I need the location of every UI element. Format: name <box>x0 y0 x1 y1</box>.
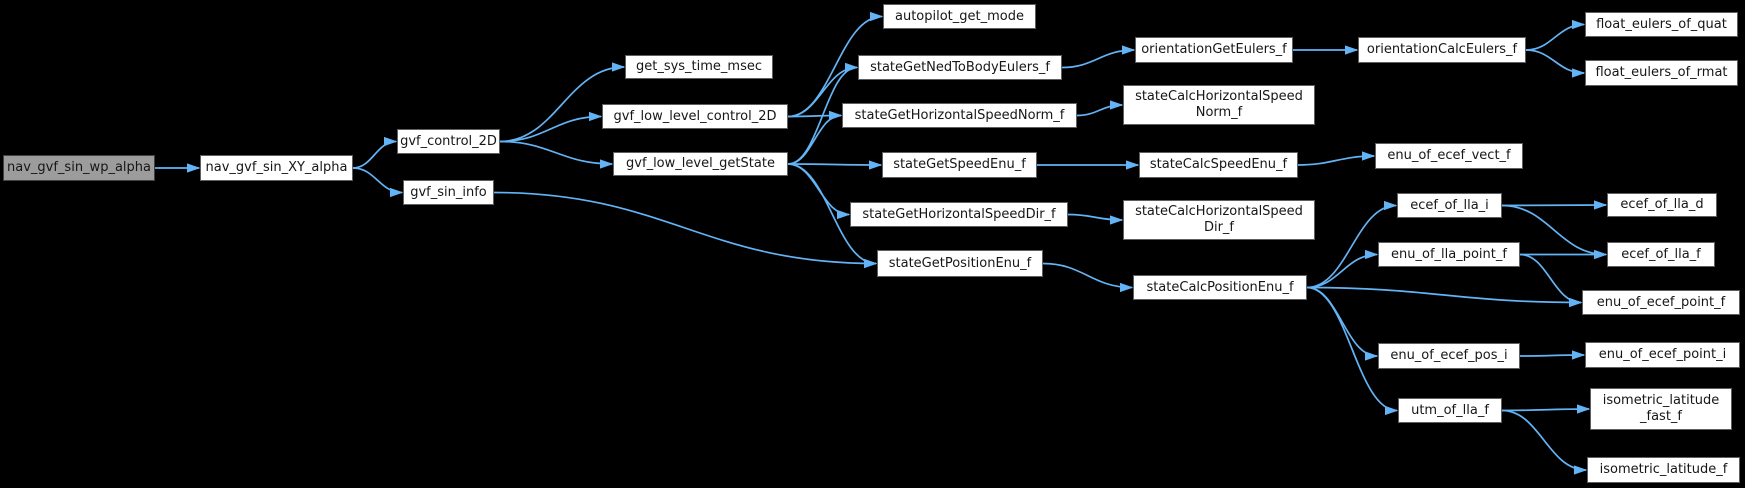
node-isometric_latitude_fast_f[interactable]: isometric_latitude_fast_f <box>1590 388 1732 430</box>
edge-gvf_low_level_getState-to-stateGetSpeedEnu_f <box>787 160 883 170</box>
node-label: enu_of_ecef_point_i <box>1598 347 1727 362</box>
node-enu_of_ecef_vect_f[interactable]: enu_of_ecef_vect_f <box>1375 143 1523 169</box>
node-gvf_low_level_getState[interactable]: gvf_low_level_getState <box>613 152 788 176</box>
edge-stateCalcPositionEnu_f-to-ecef_of_lla_i <box>1306 200 1398 289</box>
node-label: float_eulers_of_rmat <box>1595 65 1728 80</box>
node-label: get_sys_time_msec <box>635 59 763 74</box>
node-enu_of_ecef_pos_i[interactable]: enu_of_ecef_pos_i <box>1378 343 1520 369</box>
edge-stateGetPositionEnu_f-to-stateCalcPositionEnu_f <box>1042 262 1134 293</box>
edge-stateCalcSpeedEnu_f-to-enu_of_ecef_vect_f <box>1297 151 1376 166</box>
edge-ecef_of_lla_i-to-ecef_of_lla_d <box>1501 200 1608 210</box>
node-label: stateGetSpeedEnu_f <box>893 157 1026 172</box>
edge-stateCalcPositionEnu_f-to-utm_of_lla_f <box>1306 286 1399 416</box>
node-orientationGetEulers_f[interactable]: orientationGetEulers_f <box>1135 37 1293 63</box>
node-label: isometric_latitude_f <box>1599 462 1728 477</box>
edge-gvf_low_level_getState-to-stateGetHorizontalSpeedNorm_f <box>787 110 843 165</box>
edge-ecef_of_lla_i-to-ecef_of_lla_f <box>1501 204 1608 260</box>
node-label: stateGetHorizontalSpeedNorm_f <box>854 107 1065 123</box>
node-float_eulers_of_quat[interactable]: float_eulers_of_quat <box>1585 12 1738 37</box>
node-autopilot_get_mode[interactable]: autopilot_get_mode <box>883 4 1036 29</box>
edge-gvf_sin_info-to-stateGetPositionEnu_f <box>493 191 878 269</box>
node-label: stateCalcPositionEnu_f <box>1146 279 1294 295</box>
edge-gvf_control_2D-to-gvf_low_level_getState <box>499 140 614 169</box>
node-ecef_of_lla_d[interactable]: ecef_of_lla_d <box>1607 193 1717 217</box>
node-float_eulers_of_rmat[interactable]: float_eulers_of_rmat <box>1585 60 1738 86</box>
node-label: _fast_f <box>1640 409 1682 424</box>
node-label: enu_of_ecef_point_f <box>1596 294 1726 310</box>
node-gvf_low_level_control_2D[interactable]: gvf_low_level_control_2D <box>602 104 788 129</box>
edge-gvf_control_2D-to-get_sys_time_msec <box>499 62 626 143</box>
node-label: Norm_f <box>1195 105 1243 120</box>
node-label: gvf_low_level_control_2D <box>613 108 777 124</box>
node-label: enu_of_ecef_vect_f <box>1387 148 1511 163</box>
node-label: gvf_control_2D <box>400 133 497 149</box>
node-stateGetNedToBodyEulers_f[interactable]: stateGetNedToBodyEulers_f <box>858 55 1062 80</box>
node-stateGetHorizontalSpeedDir_f[interactable]: stateGetHorizontalSpeedDir_f <box>850 202 1068 227</box>
edge-stateGetNedToBodyEulers_f-to-orientationGetEulers_f <box>1061 45 1136 69</box>
node-orientationCalcEulers_f[interactable]: orientationCalcEulers_f <box>1358 37 1526 63</box>
edge-enu_of_lla_point_f-to-enu_of_ecef_point_f <box>1519 253 1583 308</box>
node-label: enu_of_lla_point_f <box>1391 246 1507 262</box>
node-label: ecef_of_lla_f <box>1621 246 1701 262</box>
edge-gvf_control_2D-to-gvf_low_level_control_2D <box>499 111 603 143</box>
node-label: nav_gvf_sin_XY_alpha <box>205 160 348 175</box>
node-label: autopilot_get_mode <box>895 8 1024 24</box>
node-enu_of_lla_point_f[interactable]: enu_of_lla_point_f <box>1378 242 1520 267</box>
node-isometric_latitude_f[interactable]: isometric_latitude_f <box>1587 457 1740 483</box>
node-utm_of_lla_f[interactable]: utm_of_lla_f <box>1398 398 1502 423</box>
edge-stateCalcPositionEnu_f-to-enu_of_ecef_point_f <box>1306 286 1583 308</box>
node-ecef_of_lla_i[interactable]: ecef_of_lla_i <box>1397 193 1502 218</box>
node-label: Dir_f <box>1203 220 1235 235</box>
node-label: utm_of_lla_f <box>1411 402 1489 418</box>
node-ecef_of_lla_f[interactable]: ecef_of_lla_f <box>1607 242 1715 267</box>
node-label: enu_of_ecef_pos_i <box>1390 348 1508 363</box>
node-label: stateGetNedToBodyEulers_f <box>870 59 1050 75</box>
node-stateGetPositionEnu_f[interactable]: stateGetPositionEnu_f <box>877 250 1043 277</box>
edge-utm_of_lla_f-to-isometric_latitude_fast_f <box>1501 404 1591 414</box>
node-label: gvf_low_level_getState <box>626 156 775 171</box>
edge-stateGetHorizontalSpeedNorm_f-to-stateCalcHorizontalSpeedNorm_f <box>1076 100 1124 117</box>
node-gvf_control_2D[interactable]: gvf_control_2D <box>397 129 500 154</box>
node-nav_gvf_sin_XY_alpha[interactable]: nav_gvf_sin_XY_alpha <box>200 155 353 181</box>
edge-enu_of_ecef_pos_i-to-enu_of_ecef_point_i <box>1519 350 1586 360</box>
node-label: stateCalcSpeedEnu_f <box>1149 157 1288 172</box>
node-label: stateGetHorizontalSpeedDir_f <box>862 206 1056 222</box>
node-label: ecef_of_lla_i <box>1410 197 1489 213</box>
edge-orientationCalcEulers_f-to-float_eulers_of_quat <box>1525 19 1586 51</box>
node-stateGetSpeedEnu_f[interactable]: stateGetSpeedEnu_f <box>882 152 1037 178</box>
edge-nav_gvf_sin_XY_alpha-to-gvf_control_2D <box>352 136 398 169</box>
edge-stateCalcPositionEnu_f-to-enu_of_ecef_pos_i <box>1306 286 1379 361</box>
node-get_sys_time_msec[interactable]: get_sys_time_msec <box>625 55 773 79</box>
node-label: orientationGetEulers_f <box>1141 42 1287 57</box>
node-label: stateCalcHorizontalSpeed <box>1135 89 1303 104</box>
node-stateCalcPositionEnu_f[interactable]: stateCalcPositionEnu_f <box>1133 275 1307 300</box>
edge-stateCalcPositionEnu_f-to-enu_of_lla_point_f <box>1306 249 1379 289</box>
node-label: isometric_latitude <box>1602 393 1720 408</box>
edge-gvf_low_level_getState-to-stateGetPositionEnu_f <box>787 163 878 269</box>
node-label: stateGetPositionEnu_f <box>888 255 1032 271</box>
node-label: nav_gvf_sin_wp_alpha <box>7 160 151 175</box>
edge-gvf_low_level_control_2D-to-stateGetHorizontalSpeedNorm_f <box>787 110 843 121</box>
node-label: gvf_sin_info <box>410 184 487 200</box>
node-label: orientationCalcEulers_f <box>1366 42 1518 57</box>
node-label: ecef_of_lla_d <box>1620 197 1704 212</box>
node-enu_of_ecef_point_i[interactable]: enu_of_ecef_point_i <box>1585 342 1740 368</box>
node-stateCalcSpeedEnu_f[interactable]: stateCalcSpeedEnu_f <box>1139 152 1298 178</box>
node-label: stateCalcHorizontalSpeed <box>1135 204 1303 219</box>
node-gvf_sin_info[interactable]: gvf_sin_info <box>403 180 494 205</box>
edge-stateGetHorizontalSpeedDir_f-to-stateCalcHorizontalSpeedDir_f <box>1067 213 1124 225</box>
node-enu_of_ecef_point_f[interactable]: enu_of_ecef_point_f <box>1582 290 1740 315</box>
edge-utm_of_lla_f-to-isometric_latitude_f <box>1501 409 1588 475</box>
node-stateGetHorizontalSpeedNorm_f[interactable]: stateGetHorizontalSpeedNorm_f <box>842 103 1077 128</box>
edge-orientationCalcEulers_f-to-float_eulers_of_rmat <box>1525 49 1586 78</box>
edge-nav_gvf_sin_XY_alpha-to-gvf_sin_info <box>352 167 404 198</box>
node-label: float_eulers_of_quat <box>1596 16 1727 32</box>
node-nav_gvf_sin_wp_alpha: nav_gvf_sin_wp_alpha <box>3 155 155 181</box>
